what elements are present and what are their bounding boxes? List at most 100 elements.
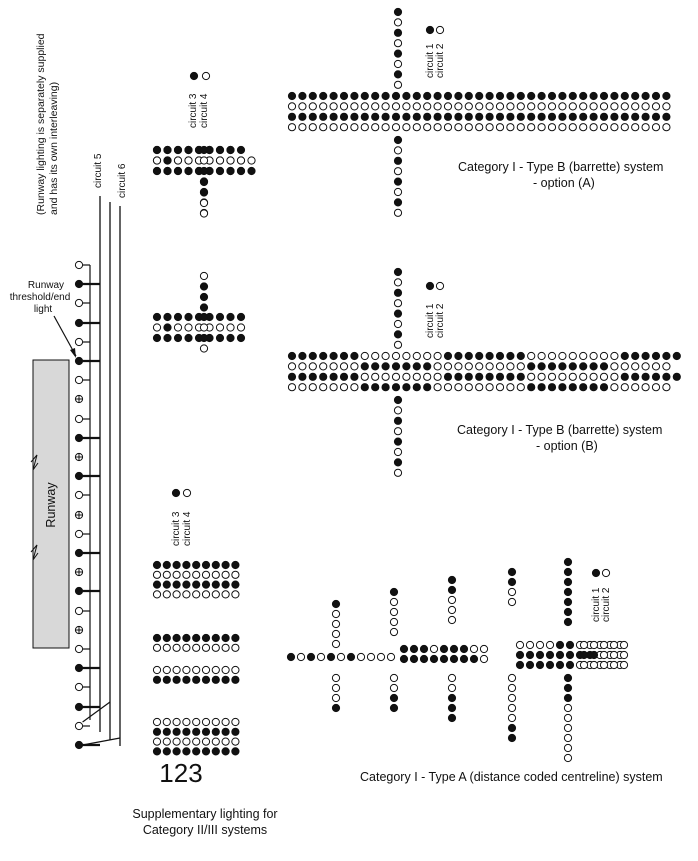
light-filled: [381, 91, 390, 101]
light-open: [599, 650, 609, 660]
light-filled: [464, 91, 473, 101]
light-filled: [162, 580, 171, 589]
light-open: [475, 362, 484, 371]
light-filled: [565, 640, 575, 650]
circuit-1-label-a: circuit 1: [425, 43, 436, 78]
light-filled: [506, 112, 515, 121]
light-filled: [443, 351, 453, 361]
light-filled: [215, 145, 225, 155]
break-mark-bottom: [30, 544, 39, 561]
threshold-label-line2: threshold/end: [10, 292, 71, 303]
light-filled: [226, 166, 235, 176]
light-filled: [495, 91, 505, 101]
light-filled: [236, 333, 246, 343]
light-open: [495, 383, 505, 392]
light-filled: [419, 644, 429, 654]
light-open: [579, 102, 588, 111]
light-open: [393, 167, 403, 176]
light-filled: [449, 644, 459, 654]
light-filled: [641, 351, 650, 361]
light-filled: [211, 580, 220, 589]
light-open: [464, 362, 473, 371]
caption-cat1-a: Category I - Type A (distance coded cent…: [360, 770, 663, 784]
light-filled: [201, 727, 211, 736]
light-filled: [423, 91, 432, 101]
light-filled: [555, 640, 565, 650]
light-filled: [631, 372, 640, 381]
threshold-pointer-head: [70, 348, 76, 358]
light-open: [495, 102, 505, 111]
light-open: [211, 570, 220, 579]
light-open: [609, 650, 619, 660]
light-open: [172, 590, 181, 599]
light-open: [74, 529, 84, 539]
light-filled: [163, 333, 172, 343]
light-open: [435, 25, 445, 35]
caption-supp-line1: Supplementary lighting for: [132, 807, 277, 821]
light-filled: [201, 580, 211, 589]
light-filled: [172, 633, 181, 643]
light-open: [610, 372, 619, 381]
light-filled: [563, 683, 573, 693]
caption-cat1-b-a-line2: - option (A): [533, 176, 595, 190]
light-filled: [339, 112, 349, 121]
light-filled: [565, 660, 575, 670]
light-filled: [287, 91, 297, 101]
light-filled: [199, 303, 209, 312]
light-open: [475, 123, 484, 132]
light-filled: [507, 723, 517, 733]
light-filled: [391, 91, 401, 101]
light-filled: [393, 28, 403, 37]
threshold-label-line1: Runway: [28, 280, 64, 291]
light-filled: [221, 747, 230, 756]
light-open: [329, 362, 338, 371]
light-filled: [221, 580, 230, 589]
light-open: [336, 652, 346, 662]
light-filled: [409, 654, 419, 664]
light-open: [389, 617, 399, 627]
light-open: [589, 123, 598, 132]
light-open: [381, 372, 390, 381]
light-filled: [231, 675, 240, 684]
light-filled: [459, 654, 469, 664]
light-open: [162, 737, 171, 746]
light-filled: [464, 112, 473, 121]
light-open: [331, 639, 341, 649]
light-filled: [402, 112, 411, 121]
light-filled: [641, 112, 650, 121]
light-open: [308, 102, 317, 111]
light-open: [184, 323, 193, 332]
light-filled: [423, 383, 432, 392]
light-open: [215, 323, 225, 332]
light-open: [316, 652, 326, 662]
light-filled: [433, 91, 442, 101]
light-filled: [182, 560, 191, 570]
light-open: [162, 665, 171, 675]
light-open: [192, 665, 201, 675]
light-open: [568, 351, 577, 361]
light-open: [447, 683, 457, 693]
light-filled: [672, 351, 681, 361]
light-filled: [589, 383, 598, 392]
light-open: [515, 640, 525, 650]
light-filled: [589, 91, 598, 101]
light-open: [641, 102, 650, 111]
light-filled: [515, 650, 525, 660]
light-open: [527, 123, 536, 132]
light-open: [601, 568, 611, 578]
light-filled: [555, 660, 565, 670]
light-open: [589, 102, 598, 111]
light-filled: [631, 91, 640, 101]
light-open: [454, 123, 463, 132]
light-open: [201, 71, 211, 81]
light-open: [568, 372, 577, 381]
light-open: [287, 102, 297, 111]
light-open: [331, 609, 341, 619]
light-open: [152, 570, 162, 579]
light-open: [319, 362, 328, 371]
light-filled: [287, 372, 297, 381]
light-open: [558, 102, 567, 111]
light-open: [393, 187, 403, 197]
light-filled: [192, 633, 201, 643]
